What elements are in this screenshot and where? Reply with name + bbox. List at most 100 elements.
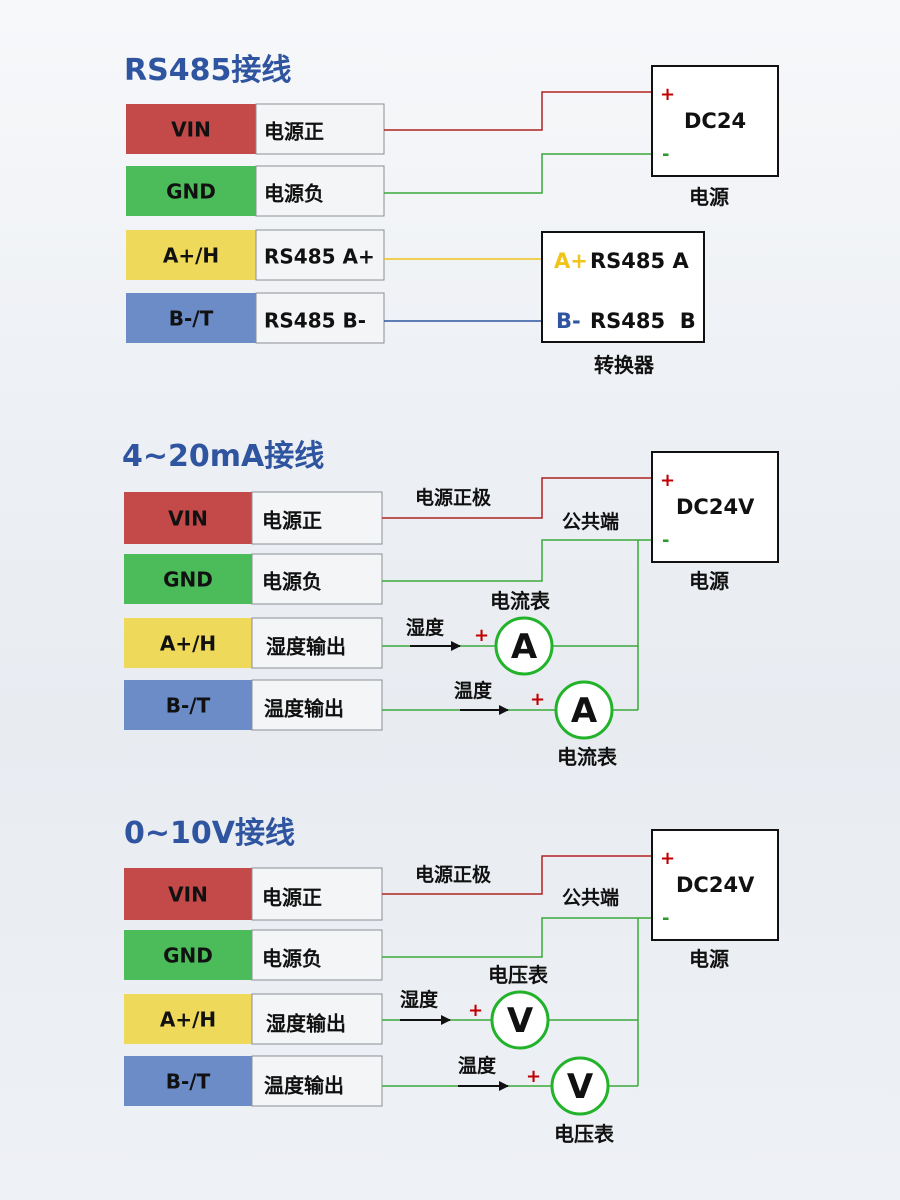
- power-supply-label: DC24V: [676, 495, 755, 519]
- power-supply-caption: 电源: [689, 185, 729, 209]
- plus-sign: +: [660, 848, 675, 869]
- section-current: 4~20mA接线 VIN 电源正 GND 电源负 A+/H 湿度输出 B-/T …: [122, 439, 779, 769]
- pin-label-aplus: A+/H: [163, 244, 219, 268]
- pin-label-aplus: A+/H: [160, 1008, 216, 1032]
- power-supply-label: DC24V: [676, 873, 755, 897]
- pin-block-vin: [124, 492, 252, 544]
- ammeter-letter: A: [511, 627, 538, 667]
- desc-label: 湿度输出: [266, 635, 346, 659]
- desc-label: 温度输出: [264, 1074, 344, 1098]
- pin-label-vin: VIN: [168, 883, 208, 907]
- terminal-row-bminus: B-/T 温度输出: [124, 679, 383, 731]
- pin-block-gnd: [124, 554, 252, 604]
- desc-block: [255, 229, 385, 281]
- minus-sign: -: [662, 144, 669, 165]
- desc-block: [251, 491, 383, 545]
- terminal-row-aplus: A+/H 湿度输出: [124, 617, 383, 669]
- plus-sign: +: [660, 470, 675, 491]
- section-title-current: 4~20mA接线: [122, 439, 324, 474]
- voltmeter-letter: V: [507, 1001, 534, 1041]
- pin-label-gnd: GND: [163, 568, 213, 592]
- pin-block-aplus: [124, 618, 252, 668]
- terminal-row-bminus: B-/T 温度输出: [124, 1055, 383, 1107]
- common-wire-label: 公共端: [562, 886, 619, 909]
- section-title-voltage: 0~10V接线: [124, 816, 295, 851]
- ammeter-icon: [554, 680, 614, 740]
- desc-block: [255, 103, 385, 155]
- desc-label: 电源正: [262, 509, 322, 533]
- desc-block: [255, 292, 385, 344]
- converter-a-label: RS485 A: [590, 249, 689, 273]
- desc-block: [255, 165, 385, 217]
- desc-block: [251, 867, 383, 921]
- wire-gnd-negative: [384, 153, 652, 194]
- humidity-label: 湿度: [406, 616, 445, 639]
- pin-block-bminus: [124, 1056, 252, 1106]
- pin-label-vin: VIN: [168, 507, 208, 531]
- wire-vin-positive: [382, 855, 652, 895]
- desc-block: [251, 1055, 383, 1107]
- pin-label-gnd: GND: [166, 180, 216, 204]
- voltmeter-caption: 电压表: [488, 963, 549, 987]
- voltmeter-caption: 电压表: [554, 1122, 615, 1146]
- section-voltage: 0~10V接线 VIN 电源正 GND 电源负 A+/H 湿度输出 B-/T 温…: [124, 816, 779, 1146]
- voltmeter-icon: [490, 990, 550, 1050]
- pin-label-bminus: B-/T: [169, 307, 214, 331]
- terminal-row-bminus: B-/T RS485 B-: [126, 292, 385, 344]
- terminal-row-aplus: A+/H 湿度输出: [124, 993, 383, 1045]
- plus-sign: +: [526, 1066, 541, 1087]
- wire-gnd-common: [382, 539, 652, 582]
- terminal-row-gnd: GND 电源负: [124, 929, 383, 981]
- ammeter-caption: 电流表: [557, 745, 618, 769]
- pin-label-aplus: A+/H: [160, 632, 216, 656]
- minus-sign: -: [662, 530, 669, 551]
- terminal-row-gnd: GND 电源负: [126, 165, 385, 217]
- power-supply-box: [651, 451, 779, 563]
- pin-label-vin: VIN: [171, 118, 211, 142]
- ammeter-caption: 电流表: [490, 589, 551, 613]
- voltmeter-letter: V: [567, 1067, 594, 1107]
- positive-wire-label: 电源正极: [415, 486, 492, 509]
- plus-sign: +: [468, 1000, 483, 1021]
- desc-label: 温度输出: [264, 697, 344, 721]
- pin-label-bminus: B-/T: [166, 1070, 211, 1094]
- pin-block-aplus: [124, 994, 252, 1044]
- desc-block: [251, 993, 383, 1045]
- temperature-label: 温度: [454, 679, 493, 702]
- pin-label-gnd: GND: [163, 944, 213, 968]
- desc-block: [251, 553, 383, 605]
- desc-label: 电源负: [262, 947, 322, 971]
- desc-block: [251, 617, 383, 669]
- desc-label: 电源负: [262, 570, 322, 594]
- plus-sign: +: [474, 625, 489, 646]
- power-supply-label: DC24: [684, 109, 746, 133]
- power-supply-box: [651, 829, 779, 941]
- ammeter-icon: [494, 616, 554, 676]
- converter-box: [541, 231, 705, 343]
- temperature-label: 温度: [458, 1054, 497, 1077]
- desc-block: [251, 929, 383, 981]
- wire-gnd-common: [382, 917, 652, 958]
- desc-label: 电源正: [264, 120, 324, 144]
- converter-b-prefix: B-: [556, 309, 581, 333]
- terminal-row-vin: VIN 电源正: [124, 867, 383, 921]
- pin-label-bminus: B-/T: [166, 694, 211, 718]
- ammeter-letter: A: [571, 691, 598, 731]
- pin-block-bminus: [126, 293, 256, 343]
- common-wire-label: 公共端: [562, 510, 619, 533]
- desc-label: 电源负: [264, 182, 324, 206]
- converter-a-prefix: A+: [554, 249, 588, 273]
- positive-wire-label: 电源正极: [415, 863, 492, 886]
- minus-sign: -: [662, 908, 669, 929]
- pin-block-gnd: [124, 930, 252, 980]
- terminal-row-vin: VIN 电源正: [126, 103, 385, 155]
- humidity-label: 湿度: [400, 988, 439, 1011]
- power-supply-caption: 电源: [689, 947, 729, 971]
- pin-block-gnd: [126, 166, 256, 216]
- power-supply-caption: 电源: [689, 569, 729, 593]
- plus-sign: +: [530, 689, 545, 710]
- pin-block-vin: [126, 104, 256, 154]
- voltmeter-icon: [550, 1056, 610, 1116]
- desc-block: [251, 679, 383, 731]
